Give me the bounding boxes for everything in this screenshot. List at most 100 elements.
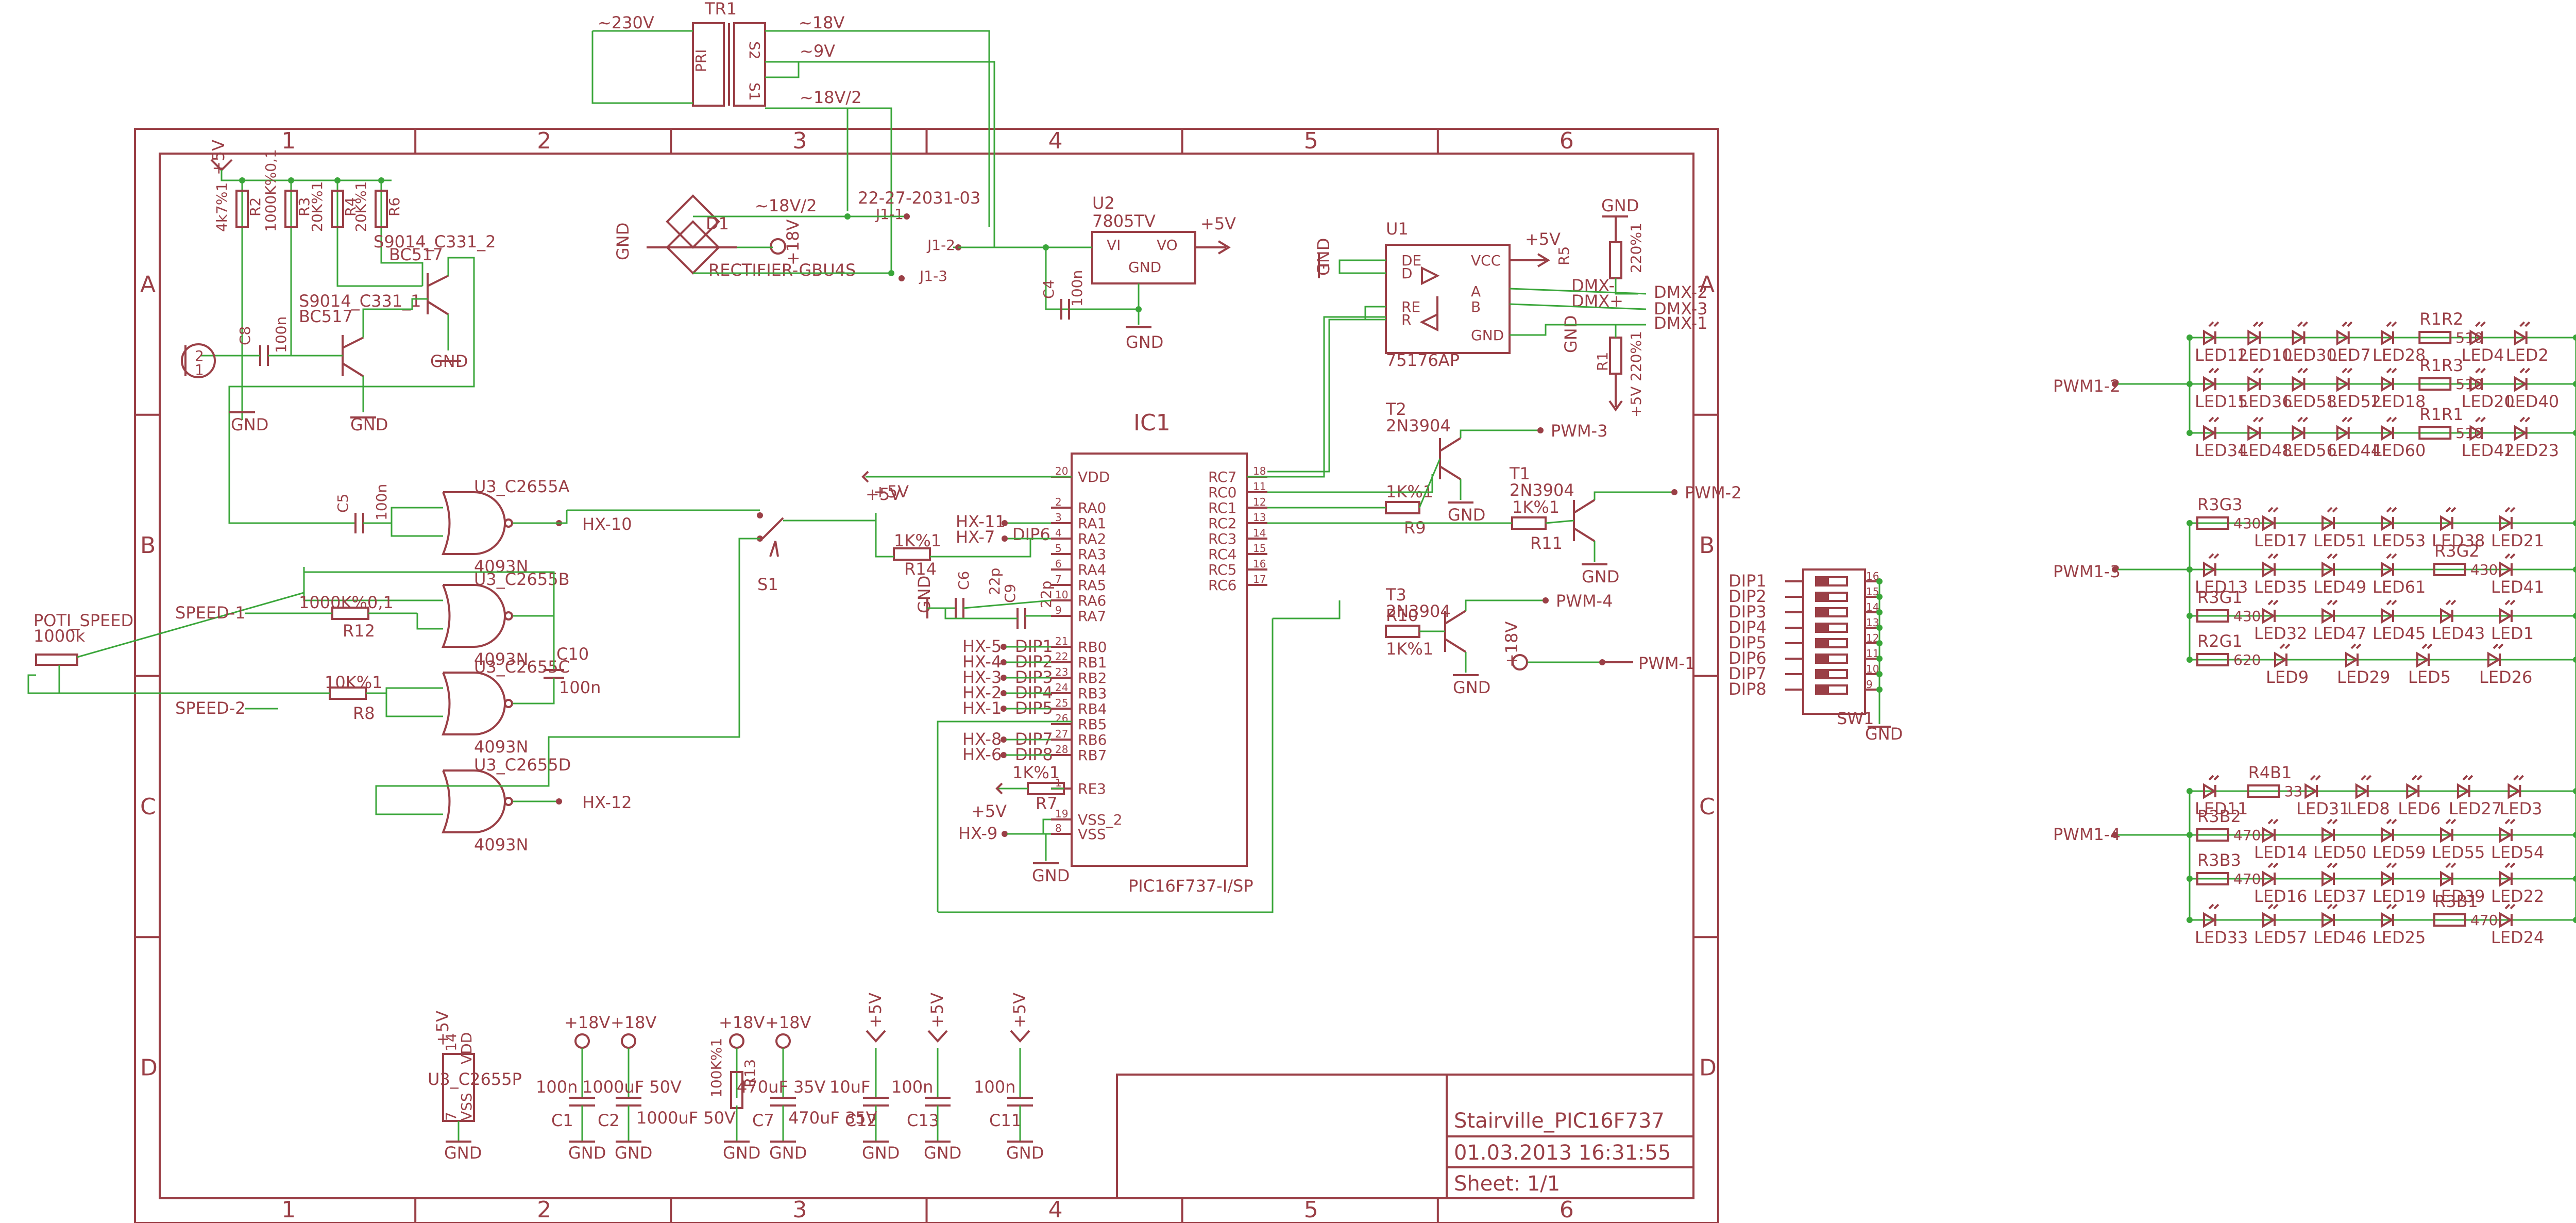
port-b-hx-label: HX-8	[962, 729, 1002, 749]
mcu-pin-number: 19	[1055, 808, 1068, 820]
led-label: LED50	[2313, 843, 2366, 862]
led-label: LED47	[2313, 624, 2366, 643]
power-gnd: GND	[615, 1143, 652, 1163]
led-resistor-value: 430	[2233, 608, 2261, 625]
power-gnd: GND	[769, 1143, 807, 1163]
frame-column-label: 2	[537, 1197, 551, 1223]
power-part-value: 470uF 35V	[737, 1077, 826, 1097]
dip-label: DIP1	[1728, 571, 1767, 591]
gate-type: 4093N	[474, 835, 528, 855]
power-part-ref: C11	[989, 1111, 1022, 1130]
r7-value: 1K%1	[1012, 763, 1060, 782]
j1-part: 22-27-2031-03	[858, 188, 980, 208]
mcu-vss-gnd: GND	[1032, 866, 1070, 885]
supply-label: +5V	[927, 993, 947, 1028]
r8-ref: R8	[353, 703, 375, 723]
led-label: LED39	[2432, 886, 2485, 906]
frame-column-label: 2	[537, 128, 551, 154]
rectifier-d1: D1 RECTIFIER-GBU4S ~18V/2 GND +18V	[613, 194, 894, 280]
mcu-pin-name: RC2	[1208, 515, 1236, 532]
led-resistor-ref: R3B3	[2197, 850, 2241, 870]
u1-gnd-left: GND	[1314, 238, 1333, 276]
mcu-pin-number: 10	[1055, 589, 1068, 601]
dip-label: DIP8	[1728, 679, 1767, 699]
mcu-pin-name: RB6	[1078, 731, 1107, 748]
port-b-hx-label: HX-5	[962, 636, 1002, 656]
led-label: LED56	[2284, 441, 2337, 460]
port-b-hx-label: HX-1	[962, 698, 1002, 718]
led-label: LED61	[2372, 577, 2426, 597]
u3p-vss: VSS	[458, 1093, 475, 1121]
frame-row-label: A	[1699, 271, 1715, 297]
title-block: Stairville_PIC16F737 01.03.2013 16:31:55…	[1116, 1074, 1694, 1199]
u1-pin-name: B	[1471, 298, 1481, 315]
dmx-2: DMX-2	[1654, 282, 1707, 302]
u2-gnd-label: GND	[1126, 332, 1163, 352]
led-label: LED14	[2254, 843, 2307, 862]
led-resistor-value: 470	[2470, 912, 2498, 929]
led-resistor-value: 33	[2284, 783, 2303, 800]
led-label: LED32	[2254, 624, 2307, 643]
supply-label: +18V	[719, 1013, 765, 1032]
tr1-ref: TR1	[704, 0, 737, 19]
led-label: LED42	[2462, 441, 2515, 460]
transistor-type: 2N3904	[1386, 601, 1451, 621]
led-label: LED8	[2347, 799, 2390, 818]
u1-gnd-right: GND	[1561, 315, 1581, 353]
mic-resistor-ref: R3	[296, 197, 313, 216]
pwm-input-label: PWM1-2	[2053, 376, 2121, 396]
u2-vi: VI	[1107, 237, 1121, 254]
mic-p5v: +5V	[209, 140, 228, 175]
supply-label: +5V	[866, 993, 885, 1028]
d1-ac-label: ~18V/2	[755, 196, 817, 215]
u3p-supply: +5V	[433, 1011, 452, 1046]
mcu-pin-name: RA0	[1078, 499, 1106, 516]
pwm1-supply: +18V PWM-1	[1502, 621, 1695, 673]
sw1-ref: SW1	[1837, 709, 1874, 728]
gate-type: 4093N	[474, 649, 528, 669]
led-label: LED36	[2239, 392, 2292, 411]
transistor-ref: T1	[1509, 464, 1530, 483]
driver-resistor-ref: R9	[1404, 518, 1426, 538]
frame-column-label: 3	[792, 128, 807, 154]
c9-value: 22p	[1038, 581, 1055, 608]
gate-type: 4093N	[474, 557, 528, 576]
mcu-pin-number: 23	[1055, 666, 1068, 678]
q2-type: BC517	[389, 245, 443, 264]
led-resistor-ref: R2G1	[2197, 631, 2243, 651]
power-gnd: GND	[568, 1143, 606, 1163]
led-label: LED37	[2313, 886, 2366, 906]
mic-resistor-ref: R4	[342, 197, 359, 216]
pwm-input-label: PWM1-4	[2053, 825, 2121, 844]
mcu-pin-name: RC1	[1208, 499, 1236, 516]
led-label: LED33	[2195, 928, 2248, 947]
power-section: U3_C2655P +5V VDD VSS 14 7 GND +18V100nC…	[428, 993, 1044, 1163]
r1-value: 220%1	[1628, 331, 1645, 381]
mcu-ic1: IC1 PIC16F737-I/SP VDD20RA02RA13RA24RA35…	[861, 316, 1386, 913]
frame-column-label: 6	[1560, 1197, 1574, 1223]
led-label: LED35	[2254, 577, 2307, 597]
frame-row-label: C	[140, 794, 156, 820]
frame-row-label: D	[1699, 1055, 1717, 1081]
hx10-label: HX-10	[582, 514, 632, 534]
led-label: LED12	[2195, 345, 2248, 365]
frame-column-label: 4	[1048, 1197, 1063, 1223]
led-label: LED23	[2506, 441, 2559, 460]
mcu-pin-number: 7	[1055, 573, 1062, 585]
led-label: LED53	[2372, 531, 2426, 550]
tr1-out3: ~18V/2	[800, 88, 862, 107]
frame-column-label: 4	[1048, 128, 1063, 154]
connector-j1: 22-27-2031-03 J1-1 J1-2 J1-3	[848, 188, 980, 284]
dip-pin-number: 9	[1866, 678, 1873, 691]
pwm-net-label: PWM-3	[1551, 421, 1607, 441]
mcu-pin-name: RA4	[1078, 561, 1106, 578]
poti-speed: POTI_SPEED 1000k SPEED-1 SPEED-2	[27, 567, 330, 718]
mcu-pin-number: 26	[1055, 712, 1068, 725]
mcu-pin-name: VSS	[1078, 826, 1106, 843]
frame-row-label: C	[1699, 794, 1715, 820]
title-block-sheet: Sheet: 1/1	[1454, 1172, 1560, 1196]
led-label: LED2	[2506, 345, 2549, 365]
